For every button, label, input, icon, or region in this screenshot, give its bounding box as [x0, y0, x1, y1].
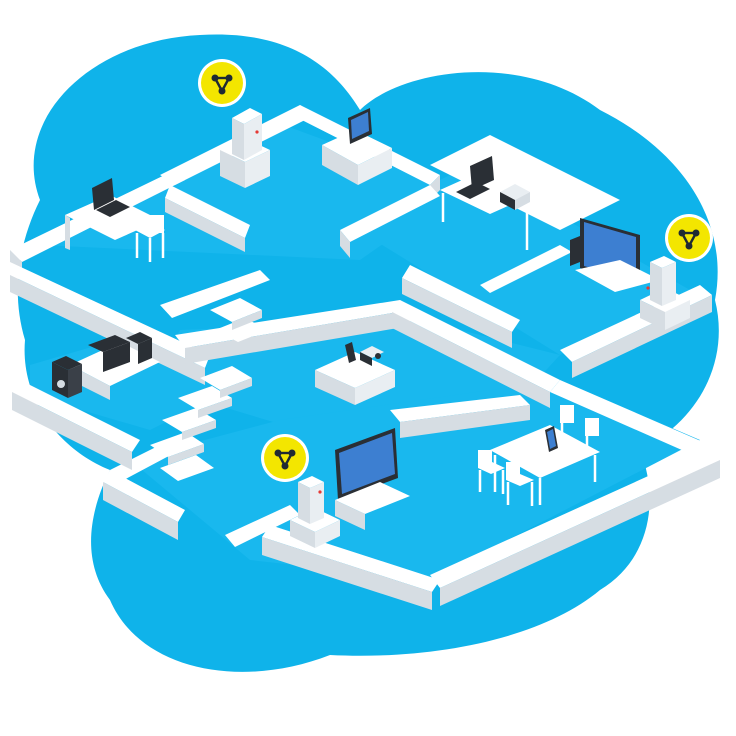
dining-chair-front-left: [478, 450, 505, 494]
mesh-node-top: [198, 59, 246, 107]
dining-chair-back-left: [560, 405, 574, 440]
node-cabinet-top: [220, 108, 270, 188]
projector-cabinet: [315, 342, 395, 405]
dining-chair-back-right: [585, 418, 599, 455]
chair-left: [135, 215, 165, 262]
node-cabinet-right: [640, 256, 690, 330]
mesh-node-bottom: [261, 434, 309, 482]
staircase: [150, 298, 268, 481]
mesh-network-icon: [211, 74, 233, 95]
mesh-network-icon: [678, 229, 700, 250]
speaker: [52, 356, 82, 398]
mesh-network-icon: [274, 449, 296, 470]
dining-chair-front-right: [506, 462, 534, 506]
tv-right: [570, 218, 660, 292]
node-cabinet-bottom: [290, 476, 340, 548]
desktop-monitor-top: [322, 108, 392, 185]
tv-bottom: [335, 428, 410, 530]
mesh-node-right: [665, 214, 713, 262]
laptop-left-desk: [65, 178, 160, 250]
printer: [500, 184, 530, 210]
